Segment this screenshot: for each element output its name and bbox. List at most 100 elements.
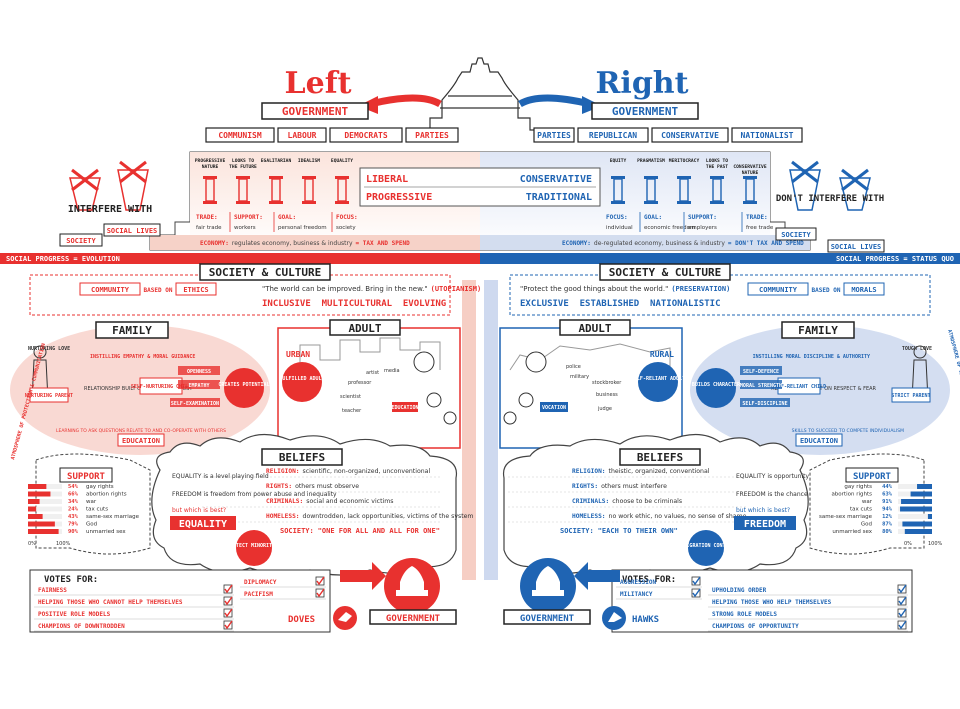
vote-item: MILITANCY: [616, 588, 702, 600]
support-label: gay rights: [844, 484, 872, 490]
spectrum-conservative: CONSERVATIVE: [520, 174, 592, 185]
policy-focus: FOCUS:society: [336, 214, 358, 231]
svg-text:SUPPORT: SUPPORT: [67, 472, 106, 482]
vote-item: HELPING THOSE WHO HELP THEMSELVES: [708, 596, 908, 608]
support-row: 63%abortion rights: [831, 491, 932, 498]
support-pct: 91%: [882, 499, 893, 505]
support-row: 12%same-sex marriage: [819, 514, 932, 520]
support-row: 44%gay rights: [844, 484, 932, 490]
svg-text:HOMELESS:no work ethic, no val: HOMELESS:no work ethic, no values, no se…: [572, 513, 747, 520]
party-parties: PARTIES: [533, 127, 575, 143]
svg-text:FREEDOM is freedom from power: FREEDOM is freedom from power abuse and …: [172, 491, 337, 498]
svg-text:SUPPORT:: SUPPORT:: [688, 214, 717, 221]
policy-goal: GOAL:personal freedom: [278, 212, 333, 232]
support-label: God: [861, 522, 872, 528]
svg-text:CRIMINALS:choose to be crimina: CRIMINALS:choose to be criminals: [572, 498, 682, 505]
svg-text:TRADE:: TRADE:: [196, 214, 218, 221]
svg-text:SOCIAL LIVES: SOCIAL LIVES: [107, 227, 158, 235]
left-center-pipe: [462, 280, 476, 580]
support-label: same-sex marriage: [819, 514, 873, 520]
right-freedom-block: EQUALITY is opportunity FREEDOM is the c…: [677, 473, 860, 566]
left-economy: ECONOMY:regulates economy, business & in…: [200, 240, 410, 247]
support-label: abortion rights: [86, 492, 127, 498]
left-support-box: SUPPORT: [35, 453, 151, 555]
svg-text:NATURE: NATURE: [742, 170, 759, 176]
svg-text:RIGHTS:others must observe: RIGHTS:others must observe: [266, 483, 359, 490]
pillar: PRAGMATISM: [637, 158, 665, 204]
pillar: MERITOCRACY: [669, 158, 699, 204]
svg-text:REPUBLICAN: REPUBLICAN: [589, 131, 637, 140]
svg-text:society: society: [336, 225, 356, 231]
vote-item: POSITIVE ROLE MODELS: [34, 608, 234, 620]
right-arrow-icon: [518, 94, 591, 108]
support-label: war: [862, 499, 873, 505]
interfere-with-label: INTERFERE WITH: [68, 204, 152, 215]
svg-text:POSITIVE ROLE MODELS: POSITIVE ROLE MODELS: [38, 611, 111, 618]
svg-text:FREEDOM is the chance to achie: FREEDOM is the chance to achieve or fail: [736, 491, 860, 498]
party-democrats: DEMOCRATS: [329, 127, 403, 143]
belief-criminals: CRIMINALS:social and economic victims: [202, 498, 442, 508]
checkbox-icon: [897, 620, 907, 630]
svg-text:VOTES FOR:: VOTES FOR:: [622, 575, 676, 585]
right-family-title: FAMILY: [781, 321, 855, 339]
svg-text:EMPATHY: EMPATHY: [188, 383, 209, 389]
vote-item: UPHOLDING ORDER: [708, 584, 908, 596]
checkbox-icon: [315, 576, 325, 586]
svg-text:SOCIETY: SOCIETY: [781, 231, 811, 239]
support-pct: 90%: [68, 529, 79, 535]
svg-text:SELF-EXAMINATION: SELF-EXAMINATION: [171, 401, 219, 407]
svg-text:PROTECT MINORITIES: PROTECT MINORITIES: [227, 543, 281, 549]
svg-text:RELATIONSHIP BUILT ON RESPECT: RELATIONSHIP BUILT ON RESPECT & TRUST: [84, 386, 193, 392]
svg-text:IMMIGRATION CONTROL: IMMIGRATION CONTROL: [677, 543, 734, 549]
policy-trade: TRADE:fair trade: [196, 212, 231, 232]
left-government-emblem-icon: GOVERNMENT: [340, 558, 457, 625]
support-pct: 87%: [882, 522, 893, 528]
svg-text:TRADE:: TRADE:: [746, 214, 768, 221]
svg-text:SOCIETY & CULTURE: SOCIETY & CULTURE: [209, 266, 322, 279]
svg-text:PRAGMATISM: PRAGMATISM: [637, 158, 665, 164]
right-step-tint: [480, 235, 810, 250]
party-conservative: CONSERVATIVE: [651, 127, 729, 143]
svg-text:FAMILY: FAMILY: [112, 324, 152, 337]
svg-text:EDUCATION: EDUCATION: [391, 405, 418, 411]
support-row: 87% God: [861, 521, 932, 528]
svg-text:CHAMPIONS OF OPPORTUNITY: CHAMPIONS OF OPPORTUNITY: [712, 623, 799, 630]
belief-religion: RELIGION:theistic, organized, convention…: [508, 468, 748, 478]
svg-text:ETHICS: ETHICS: [183, 286, 208, 294]
vote-item: PACIFISM: [240, 588, 326, 600]
svg-text:COMMUNITY: COMMUNITY: [91, 286, 130, 294]
svg-text:LOOKS TO: LOOKS TO: [232, 158, 254, 164]
svg-text:media: media: [384, 368, 400, 374]
vote-item: HELPING THOSE WHO CANNOT HELP THEMSELVES: [34, 596, 234, 608]
party-communism: COMMUNISM: [205, 127, 275, 143]
svg-text:SUPPORT:: SUPPORT:: [234, 214, 263, 221]
support-row: 54% gay rights: [28, 484, 114, 490]
checkbox-icon: [897, 608, 907, 618]
svg-text:SOCIETY & CULTURE: SOCIETY & CULTURE: [609, 266, 722, 279]
svg-text:SELF-RELIANT CHILD: SELF-RELIANT CHILD: [772, 384, 826, 390]
svg-text:ADULT: ADULT: [578, 322, 611, 335]
svg-text:PROGRESSIVE: PROGRESSIVE: [195, 158, 226, 164]
left-axis-100: 100%: [56, 541, 71, 547]
right-economy: ECONOMY:de-regulated economy, business &…: [562, 240, 804, 247]
policy-support: SUPPORT:employers: [688, 212, 743, 232]
left-society-belief: SOCIETY:"ONE FOR ALL AND ALL FOR ONE": [280, 527, 440, 535]
vote-item: CHAMPIONS OF OPPORTUNITY: [708, 620, 908, 632]
support-pct: 63%: [882, 492, 893, 498]
svg-text:FAIRNESS: FAIRNESS: [38, 587, 67, 594]
svg-text:HELPING THOSE WHO CANNOT HELP: HELPING THOSE WHO CANNOT HELP THEMSELVES: [38, 599, 183, 606]
support-label: gay rights: [86, 484, 114, 490]
left-interfere-figure: INTERFERE WITH SOCIETY SOCIAL LIVES: [59, 160, 161, 247]
svg-text:BELIEFS: BELIEFS: [637, 451, 683, 464]
svg-text:PARTIES: PARTIES: [537, 131, 571, 140]
checkbox-icon: [691, 588, 701, 598]
svg-text:GOAL:: GOAL:: [278, 214, 296, 221]
capitol-dome-icon: [420, 57, 540, 131]
right-title: Right: [596, 66, 689, 101]
support-pct: 54%: [68, 484, 79, 490]
